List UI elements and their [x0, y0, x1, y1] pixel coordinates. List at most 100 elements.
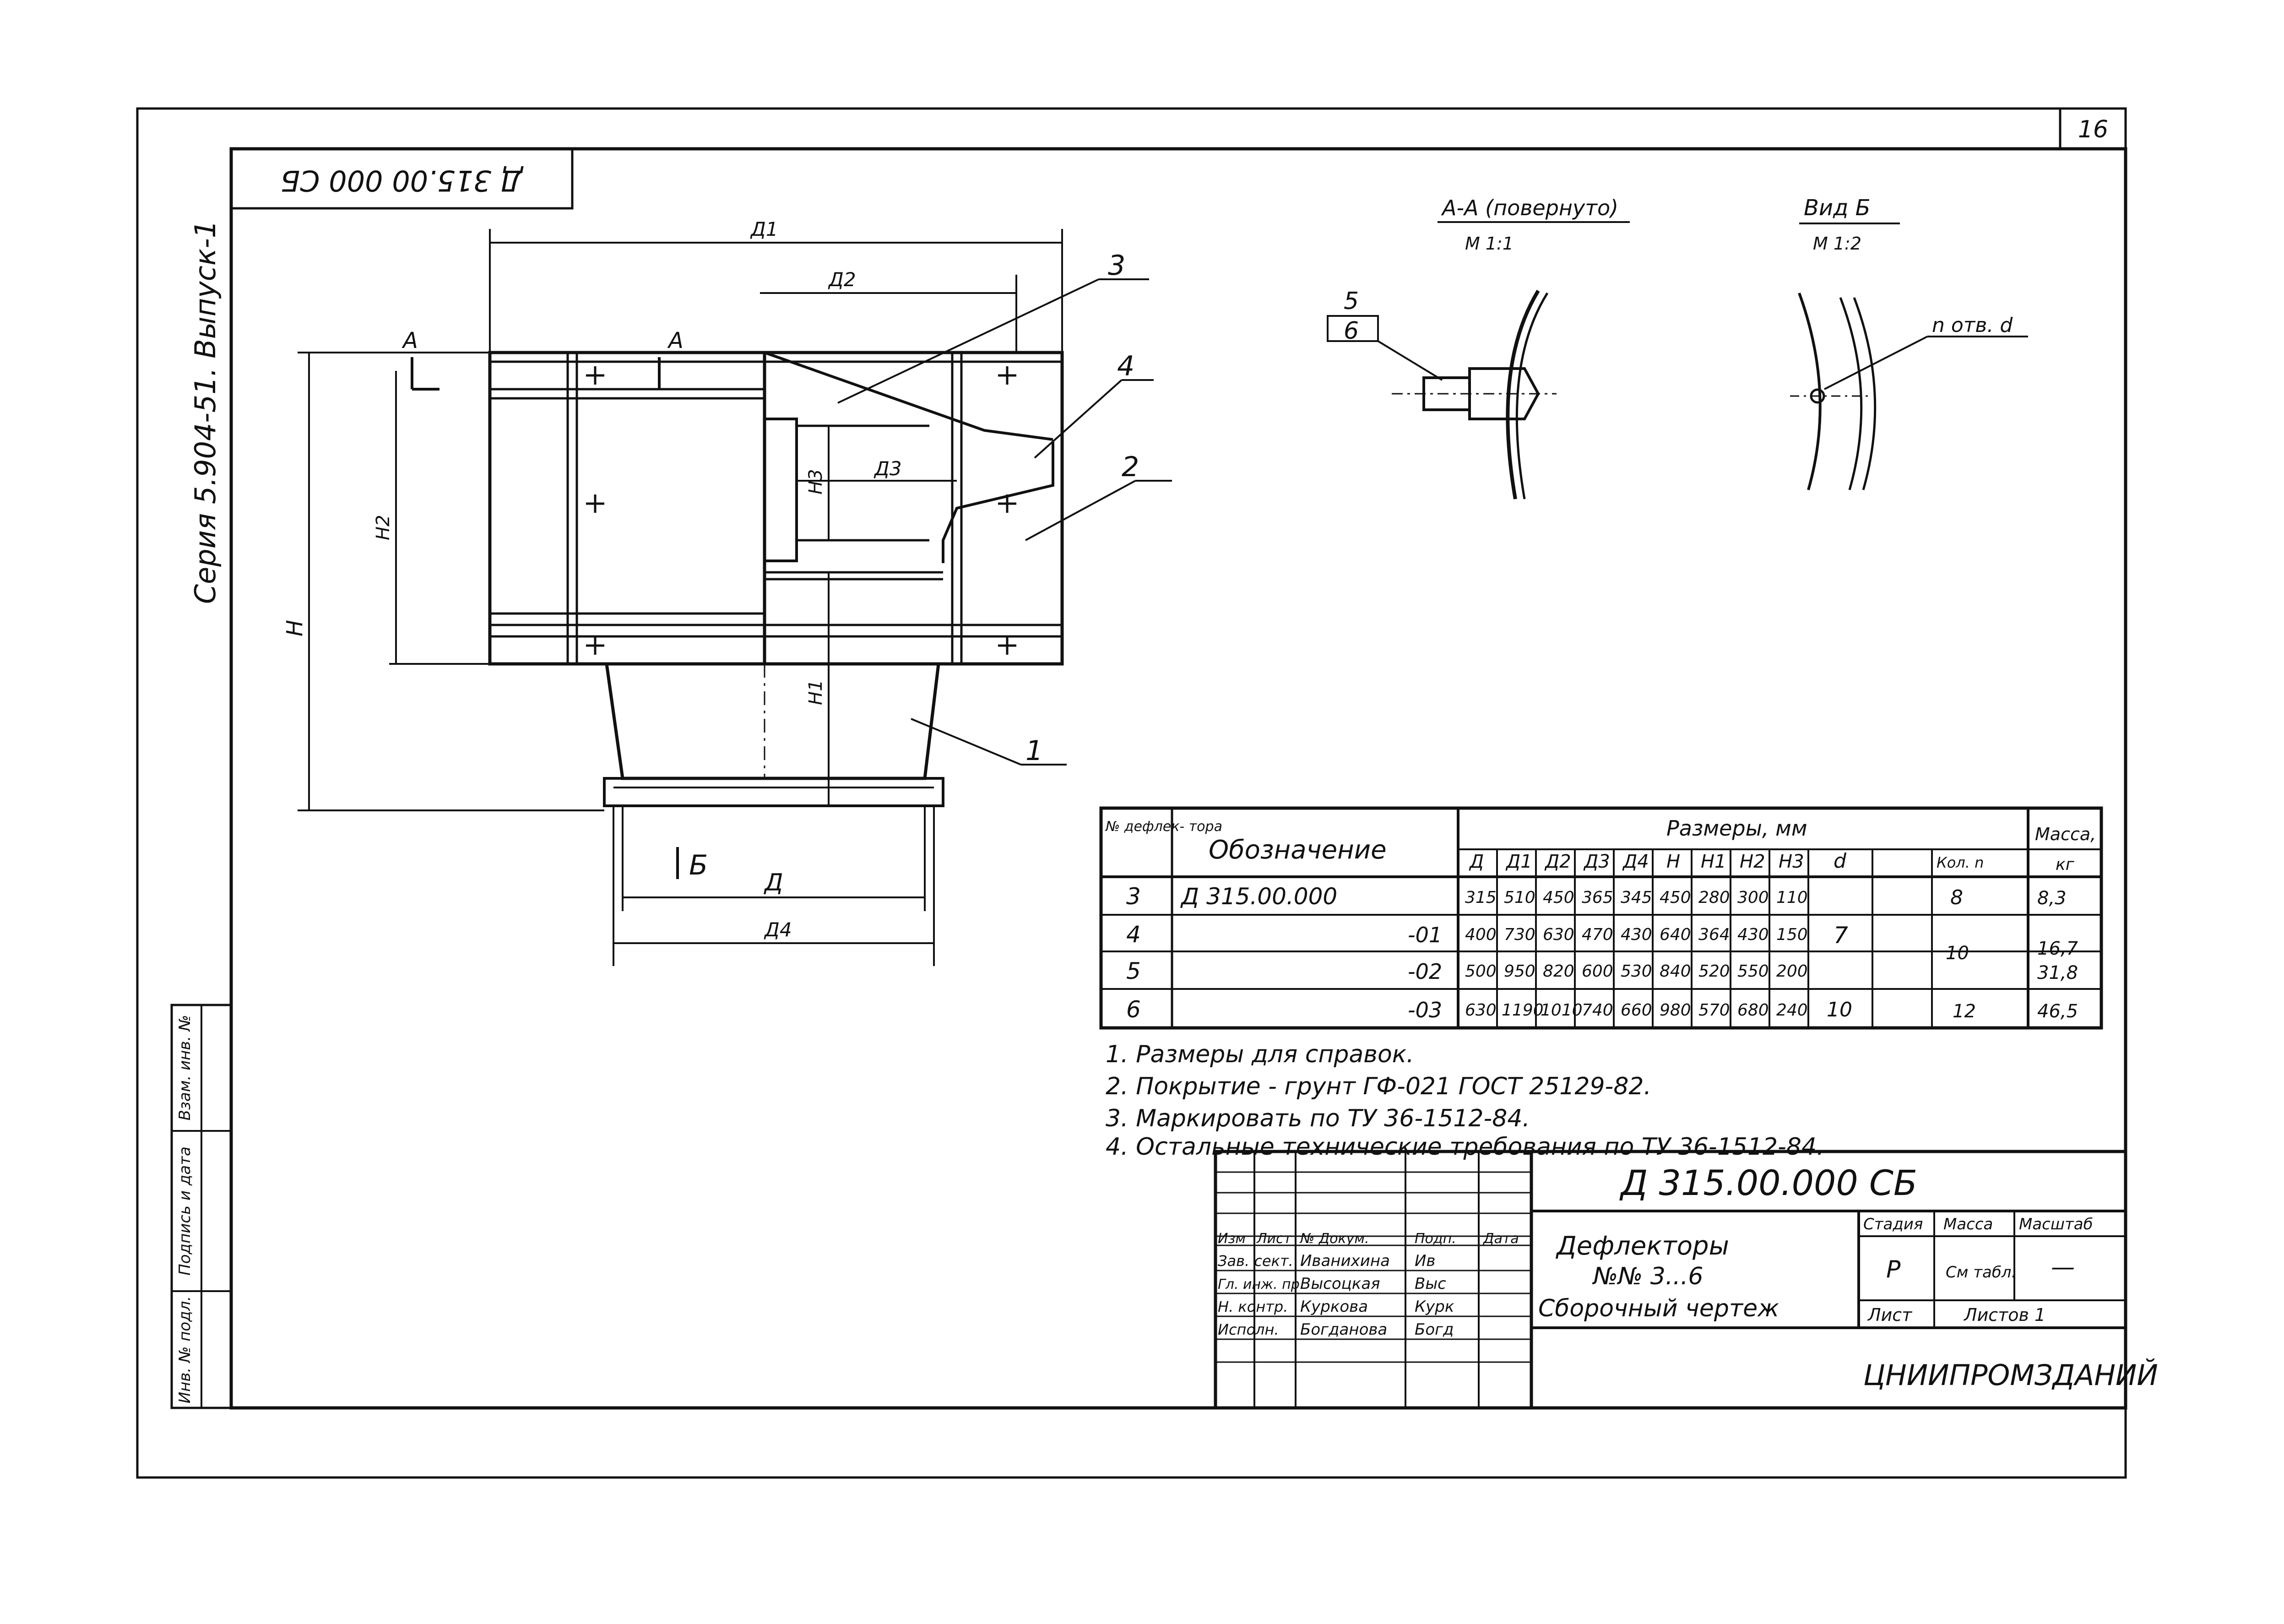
cell: 980	[1660, 1001, 1691, 1020]
page-number: 16	[2078, 116, 2108, 143]
cell: 200	[1776, 962, 1808, 981]
section-aa-title: А-А (повернуто)	[1441, 196, 1618, 220]
stamp-inv-orig: Инв. № подл.	[176, 1296, 194, 1404]
note-2: 2. Покрытие - грунт ГФ-021 ГОСТ 25129-82…	[1106, 1073, 1651, 1100]
cell: 345	[1621, 888, 1652, 907]
view-b-detail	[1790, 292, 2028, 490]
sub-header-d3: Д3	[1583, 851, 1610, 872]
cell: 740	[1582, 1001, 1613, 1020]
view-b-scale: М 1:2	[1813, 234, 1861, 254]
cell: 450	[1543, 888, 1574, 907]
stage-value: Р	[1886, 1256, 1901, 1283]
cell: 730	[1504, 925, 1535, 944]
view-b-letter: Б	[689, 849, 708, 881]
sub-header-d1: Д1	[1505, 851, 1532, 872]
sub-header-d: Д	[1469, 851, 1484, 872]
title-name-1: Дефлекторы	[1555, 1231, 1729, 1261]
role-0-sign: Ив	[1415, 1252, 1435, 1270]
mass-value: См табл.	[1946, 1263, 2016, 1282]
cell-n: 12	[1953, 1001, 1976, 1022]
row-designation: -03	[1408, 998, 1442, 1022]
section-aa-detail	[1327, 289, 1557, 500]
side-stamp: Взам. инв. № Подпись и дата Инв. № подл.	[170, 1004, 233, 1409]
holes-label: n отв. d	[1932, 314, 2013, 337]
callout-6: 6	[1344, 317, 1359, 345]
sheet-label: Лист	[1867, 1305, 1913, 1325]
cell: 660	[1621, 1001, 1652, 1020]
sub-header-d2: Д2	[1544, 851, 1571, 872]
cell-mass: 8,3	[2037, 888, 2067, 909]
col-mass-header: Масса,	[2035, 824, 2096, 844]
view-b-title: Вид Б	[1804, 195, 1871, 221]
callout-5: 5	[1344, 288, 1359, 315]
cell: 950	[1504, 962, 1535, 981]
dim-h1-label: H1	[805, 679, 826, 705]
inverted-code-box	[230, 147, 574, 210]
cell: 500	[1465, 962, 1497, 981]
cell: 280	[1698, 888, 1730, 907]
cell: 630	[1543, 925, 1574, 944]
cell-d: 7	[1834, 922, 1848, 949]
hdr-sign: Подп.	[1415, 1231, 1456, 1247]
cell: 510	[1504, 888, 1535, 907]
cell: 1010	[1541, 1001, 1583, 1020]
dim-h2-label: H2	[373, 515, 394, 540]
cell: 300	[1737, 888, 1769, 907]
dim-d1-label: Д1	[750, 218, 778, 240]
cell: 840	[1660, 962, 1691, 981]
role-1-name: Высоцкая	[1300, 1275, 1380, 1293]
dim-d2-label: Д2	[828, 268, 856, 291]
title-code: Д 315.00.000 СБ	[1619, 1162, 1917, 1203]
table-row: 6 -03 630 1190 1010 740 660 980 570 680 …	[1126, 996, 2078, 1023]
cell: 150	[1776, 925, 1808, 944]
row-num: 6	[1126, 996, 1141, 1023]
row-designation: Д 315.00.000	[1180, 883, 1337, 910]
row-designation: -01	[1408, 923, 1442, 947]
scale-value: —	[2051, 1254, 2075, 1281]
hdr-change: Изм	[1218, 1231, 1246, 1247]
cell-d: 10	[1827, 998, 1852, 1021]
role-2-sign: Курк	[1415, 1298, 1454, 1316]
row-num: 3	[1126, 883, 1141, 910]
sub-header-h1: H1	[1701, 851, 1726, 872]
main-view	[488, 351, 1064, 807]
dim-d4-label: Д4	[764, 918, 792, 941]
table-row: 4 -01 400 730 630 470 430 640 364 430 15…	[1126, 921, 2078, 964]
hdr-doc: № Докум.	[1299, 1231, 1369, 1247]
upper-cap-body	[763, 351, 1064, 666]
row-num: 5	[1126, 958, 1141, 984]
role-0-name: Иванихина	[1300, 1252, 1390, 1270]
lower-cone-part-1	[604, 662, 940, 780]
title-name-3: Сборочный чертеж	[1538, 1295, 1779, 1322]
cell: 240	[1776, 1001, 1808, 1020]
cell: 630	[1465, 1001, 1497, 1020]
dimensions-table	[1099, 806, 2103, 1030]
row-num: 4	[1126, 921, 1141, 948]
cell: 1190	[1502, 1001, 1544, 1020]
role-3-name: Богданова	[1300, 1320, 1387, 1339]
role-1-sign: Выс	[1415, 1275, 1446, 1293]
sub-header-n: Кол. n	[1937, 854, 1984, 871]
cell: 365	[1582, 888, 1613, 907]
section-a-right: А	[667, 328, 684, 353]
note-4: 4. Остальные технические требования по Т…	[1106, 1133, 1824, 1161]
hdr-date: Дата	[1482, 1231, 1519, 1247]
col-designation-header: Обозначение	[1209, 835, 1387, 865]
role-3: Исполн.	[1218, 1321, 1279, 1338]
cell: 520	[1698, 962, 1730, 981]
role-1: Гл. инж. пр.	[1218, 1276, 1304, 1293]
sub-header-d4: Д4	[1622, 851, 1649, 872]
inverted-code: Д 315.00 000 СБ	[281, 164, 524, 197]
sub-header-h3: H3	[1779, 851, 1804, 872]
position-4: 4	[1117, 350, 1134, 382]
dim-d-label: Д	[764, 869, 783, 896]
cell: 530	[1621, 962, 1652, 981]
organization: ЦНИИПРОМЗДАНИЙ	[1863, 1358, 2158, 1392]
role-0: Зав. сект.	[1218, 1252, 1293, 1270]
col-mass-unit: кг	[2056, 855, 2075, 874]
sub-header-d-hole: d	[1834, 849, 1847, 873]
position-1: 1	[1025, 735, 1043, 767]
role-2: Н. контр.	[1218, 1298, 1288, 1315]
cell: 315	[1465, 888, 1497, 907]
cell: 400	[1465, 925, 1497, 944]
